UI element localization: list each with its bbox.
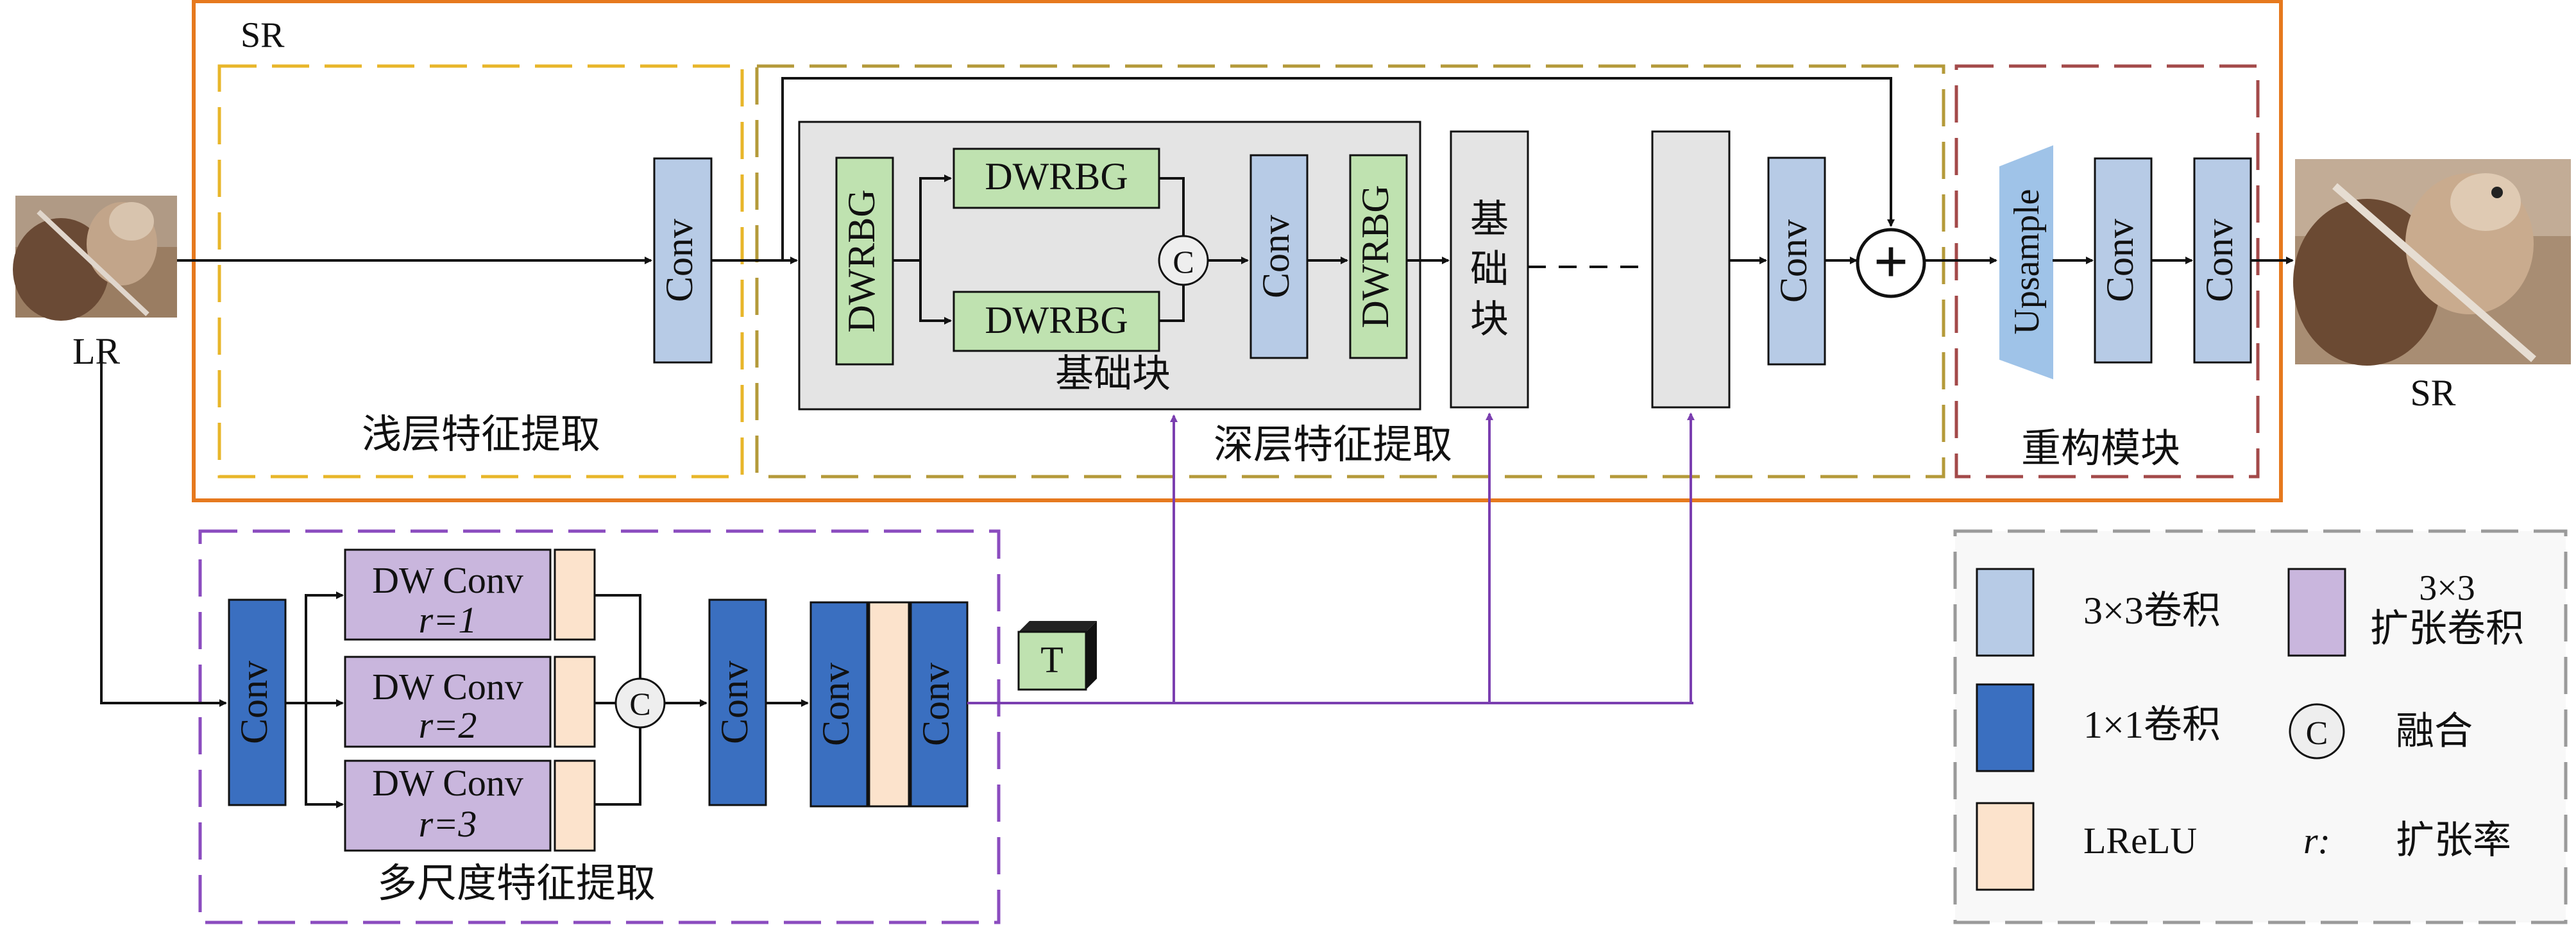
sr-output-image bbox=[2293, 159, 2571, 366]
merge-top-line bbox=[1159, 177, 1185, 237]
dw-conv-r1-title: DW Conv bbox=[372, 559, 523, 601]
deep-feature-frame bbox=[755, 64, 1945, 479]
reconstruct-conv-1-label: Conv bbox=[2099, 219, 2141, 302]
dw-conv-r1-block bbox=[344, 548, 552, 641]
shallow-feature-label: 浅层特征提取 bbox=[362, 413, 600, 457]
dwrbg-block-bottom bbox=[953, 291, 1160, 352]
lr-to-multiscale-line bbox=[100, 340, 227, 707]
dw-conv-r2-block bbox=[344, 656, 552, 748]
lr-label: LR bbox=[72, 330, 120, 372]
basic-block-2-char1: 基 bbox=[1470, 198, 1509, 241]
reconstruction-frame bbox=[1954, 64, 2260, 479]
deep-conv-label: Conv bbox=[1772, 219, 1815, 303]
lrelu-r2 bbox=[554, 656, 596, 748]
lr-input-image bbox=[13, 196, 177, 321]
t-feature-cube bbox=[1017, 621, 1097, 691]
skip-connection-line bbox=[781, 77, 1895, 260]
legend-dilated-line2: 扩张卷积 bbox=[2370, 607, 2524, 650]
basic-block-2 bbox=[1450, 130, 1529, 409]
concat-node-deep-label: C bbox=[1173, 244, 1194, 280]
legend-conv3x3-label: 3×3卷积 bbox=[2083, 590, 2221, 632]
deep-feature-label: 深层特征提取 bbox=[1214, 423, 1452, 467]
dw-conv-r1-rate: r=1 bbox=[419, 599, 477, 641]
dwrbg-block-2-label: DWRBG bbox=[1354, 185, 1396, 328]
basic-block-2-char3: 块 bbox=[1470, 298, 1509, 341]
shallow-feature-frame bbox=[217, 64, 744, 479]
multiscale-conv-3-label: Conv bbox=[815, 663, 857, 746]
ms-branch-r3-line bbox=[305, 703, 344, 808]
dw-conv-r2-title: DW Conv bbox=[372, 666, 523, 708]
ms-branch-r1-line bbox=[305, 591, 344, 703]
t-feature-label: T bbox=[1040, 639, 1063, 681]
upsample-block bbox=[1999, 145, 2053, 380]
legend-fuse-label: 融合 bbox=[2396, 710, 2473, 752]
multiscale-conv-3 bbox=[809, 601, 869, 808]
shallow-conv-label: Conv bbox=[658, 219, 700, 302]
sr-region-frame bbox=[192, 0, 2283, 502]
legend-dilated-line1: 3×3 bbox=[2419, 568, 2475, 608]
legend-fuse-symbol bbox=[2289, 703, 2345, 760]
lrelu-r3 bbox=[554, 760, 596, 852]
merge-bottom-line bbox=[1159, 284, 1185, 322]
dwrbg-block-1-label: DWRBG bbox=[840, 189, 883, 332]
legend-conv1x1-label: 1×1卷积 bbox=[2083, 704, 2221, 746]
dwrbg-block-bottom-label: DWRBG bbox=[985, 299, 1128, 341]
dw-conv-r3-rate: r=3 bbox=[419, 803, 477, 845]
basic-block-n bbox=[1651, 130, 1731, 409]
branch-top-line bbox=[893, 174, 952, 262]
dwrbg-block-2 bbox=[1349, 154, 1408, 359]
reconstruct-conv-1 bbox=[2094, 157, 2153, 364]
ms-merge-r3-line bbox=[595, 727, 641, 806]
legend-dilated-swatch bbox=[2287, 568, 2346, 657]
branch-bottom-line bbox=[919, 260, 952, 325]
dw-conv-r2-rate: r=2 bbox=[419, 704, 477, 746]
legend-conv3x3-swatch bbox=[1976, 568, 2035, 657]
lrelu-r1 bbox=[554, 548, 596, 641]
basic-block-2-char2: 础 bbox=[1470, 248, 1509, 291]
legend-conv1x1-swatch bbox=[1976, 683, 2035, 772]
multiscale-conv-4-label: Conv bbox=[915, 663, 957, 746]
sr-output-label: SR bbox=[2411, 372, 2456, 414]
reconstruct-conv-2-label: Conv bbox=[2198, 219, 2241, 302]
deep-conv-block bbox=[1767, 157, 1826, 366]
multiscale-conv-4 bbox=[910, 601, 969, 808]
sum-node bbox=[1856, 228, 1926, 298]
multiscale-conv-1-label: Conv bbox=[233, 661, 275, 744]
legend-lrelu-label: LReLU bbox=[2083, 820, 2197, 861]
concat-node-multiscale-label: C bbox=[629, 686, 650, 722]
sr-region-title: SR bbox=[241, 15, 285, 55]
ms-merge-r1-line bbox=[595, 594, 641, 679]
multiscale-label: 多尺度特征提取 bbox=[377, 862, 656, 906]
multiscale-conv-2 bbox=[708, 598, 767, 806]
legend-fuse-symbol-label: C bbox=[2306, 715, 2328, 752]
multiscale-conv-1 bbox=[228, 598, 287, 806]
dw-conv-r3-title: DW Conv bbox=[372, 762, 523, 804]
basic-block-conv-label: Conv bbox=[1255, 215, 1297, 298]
legend-frame bbox=[1953, 529, 2568, 924]
multiscale-conv-2-label: Conv bbox=[713, 661, 756, 744]
basic-block-conv bbox=[1250, 154, 1309, 359]
dw-conv-r3-block bbox=[344, 760, 552, 852]
reconstruction-label: 重构模块 bbox=[2021, 427, 2180, 471]
lrelu-middle bbox=[868, 601, 910, 808]
legend-rate-label: 扩张率 bbox=[2396, 819, 2511, 861]
legend-rate-symbol: r: bbox=[2303, 820, 2330, 861]
basic-block-label: 基础块 bbox=[1055, 353, 1171, 395]
dwrbg-block-1 bbox=[835, 157, 894, 366]
multiscale-frame bbox=[198, 529, 1001, 924]
upsample-label: Upsample bbox=[2007, 189, 2047, 334]
sum-node-label: + bbox=[1874, 227, 1909, 296]
dwrbg-block-top-label: DWRBG bbox=[985, 155, 1128, 198]
legend-lrelu-swatch bbox=[1976, 802, 2035, 891]
